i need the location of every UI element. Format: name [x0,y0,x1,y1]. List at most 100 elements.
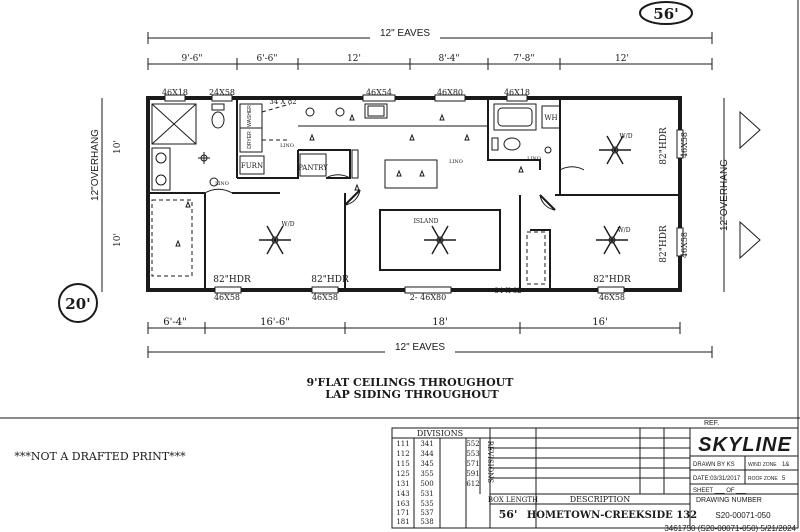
div-cell: 500 [420,480,433,488]
left-dim-upper: 10' [113,140,123,154]
dryer-label: DRYER [247,131,253,149]
dim-top-2: 6'-6" [256,54,277,64]
windows-bottom: 46X58 46X58 2- 46X80 34 X 82 46X58 [214,286,625,302]
box-length-value: 56' [499,508,518,521]
roof-zone-value: 5 [782,476,786,482]
drawing-number-label: DRAWING NUMBER [696,497,762,504]
ceiling-fan-bedroom-2 [259,225,291,255]
ref-label: REF. [704,420,719,427]
top-section-dimensions: 9'-6" 6'-6" 12' 8'-4" 7'-8" 12' [147,54,713,70]
island-label: ISLAND [414,218,439,225]
furn-label: FURN [241,162,263,170]
hdr-label-2: 82"HDR [311,275,349,285]
sheet-label: SHEET ___ OF ___ [693,488,747,494]
division-row-4: 125 355 591 [396,470,479,478]
win-top-5: 46X80 [437,88,463,97]
footer-stamp: 3461750 (S20-00071-050) 5/21/2024 [664,524,796,532]
left-dim-lower: 10' [113,233,123,247]
revisions-label: REVISIONS [486,441,494,484]
length-badge [639,1,693,25]
division-row-7: 163 535 [396,500,433,508]
wd-label-1: W/D [282,221,295,228]
wh-label: WH [544,114,557,122]
div-cell: 131 [396,480,409,488]
win-bottom-5: 46X58 [599,293,625,302]
div-cell: 344 [420,450,434,458]
win-bottom-4: 34 X 82 [494,287,521,295]
doors [204,166,585,211]
div-cell: 143 [396,490,409,498]
div-cell: 552 [466,440,479,448]
win-top-1: 46X18 [162,88,188,97]
bottom-eaves-dimension: 12" EAVES [147,340,713,358]
div-cell: 553 [466,450,479,458]
dim-top-5: 7'-8" [513,54,534,64]
pantry-label: PANTRY [298,164,328,172]
div-cell: 345 [420,460,433,468]
div-cell: 531 [420,490,433,498]
hdr-label-3: 82"HDR [593,275,631,285]
second-bath-fixtures: WH LINO [491,103,561,173]
kitchen-fixtures: LINO [298,103,488,191]
lino-label-2: LINO [449,159,463,165]
div-cell: 125 [396,470,409,478]
div-cell: 591 [466,470,479,478]
div-cell: 163 [396,500,409,508]
not-drafted-notice: ***NOT A DRAFTED PRINT*** [14,450,186,463]
lino-label-1: LINO [280,143,294,149]
width-badge-text: 20' [65,295,90,313]
island: ISLAND [379,209,501,271]
drawn-by: DRAWN BY KS [693,462,735,468]
div-cell: 171 [396,509,409,517]
div-cell: 535 [420,500,433,508]
dim-bottom-1: 6'-4" [163,317,186,328]
div-cell: 571 [466,460,479,468]
division-row-8: 171 537 [396,509,433,517]
hdr-label-5: 82"HDR [659,225,669,263]
ceiling-fan-bedroom-3 [599,135,631,165]
ceiling-fan-master [596,225,628,255]
win-bottom-3: 2- 46X80 [410,293,446,302]
div-cell: 341 [420,440,433,448]
top-eaves-dimension: 12" EAVES [147,26,713,44]
kitchen-lights [309,113,470,191]
win-right-2: 46X58 [680,232,689,258]
div-cell: 355 [420,470,433,478]
dim-top-1: 9'-6" [181,54,202,64]
closets: LINO [151,181,546,285]
roof-zone-label: ROOF ZONE [748,476,778,482]
div-cell: 112 [396,450,409,458]
win-bottom-2: 46X58 [312,293,338,302]
dim-top-3: 12' [347,54,361,64]
dim-bottom-2: 16'-6" [260,317,290,328]
wind-zone-value: 1& [782,462,789,468]
width-badge [58,283,98,323]
hdr-label-1: 82"HDR [213,275,251,285]
div-cell: 612 [466,480,479,488]
dim-bottom-4: 16' [592,317,607,328]
div-cell: 115 [396,460,409,468]
lino-label-3: LINO [527,156,541,162]
master-bath-fixtures [151,103,225,191]
right-arrow-marker-lower [739,220,761,260]
description-value: HOMETOWN-CREEKSIDE 132 [527,510,697,521]
bottom-eaves-label: 12" EAVES [395,342,445,353]
win-top-3: 34 X 82 [269,98,296,106]
interior-walls [148,98,680,290]
div-cell: 537 [420,509,433,517]
win-bottom-1: 46X58 [214,293,240,302]
hdr-label-4: 82"HDR [659,127,669,165]
washer-label: WASHER [247,105,253,127]
divisions-header: DIVISIONS [417,429,463,438]
division-row-2: 112 344 553 [396,450,479,458]
lino-label-4: LINO [215,181,229,187]
division-row-6: 143 531 [396,490,433,498]
note-siding: LAP SIDING THROUGHOUT [325,388,499,401]
right-overhang-label: 12"OVERHANG [719,159,730,231]
length-badge-text: 56' [653,5,678,23]
div-cell: 538 [420,518,433,526]
